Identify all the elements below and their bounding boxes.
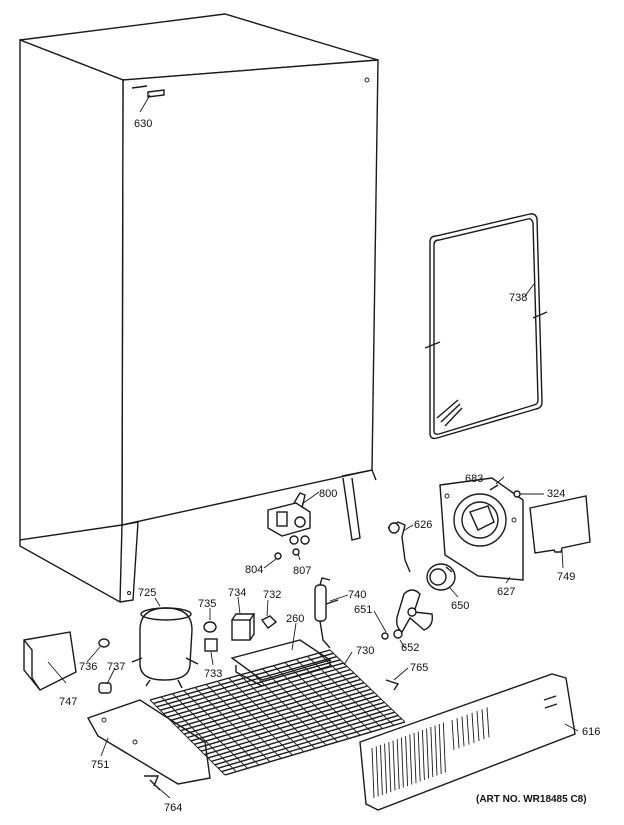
callout-804: 804 <box>245 564 263 576</box>
drain-tube <box>387 521 411 573</box>
capacitor <box>314 577 339 649</box>
callout-764: 764 <box>164 802 182 814</box>
grille <box>359 673 576 811</box>
callout-735: 735 <box>198 598 216 610</box>
door-gasket <box>424 213 548 440</box>
overload-protector <box>203 621 217 633</box>
callout-733: 733 <box>204 668 222 680</box>
callout-627: 627 <box>497 586 515 598</box>
callout-737: 737 <box>107 661 125 673</box>
terminal-cover <box>23 631 77 691</box>
compressor <box>131 607 199 689</box>
callout-749: 749 <box>557 571 575 583</box>
callout-324: 324 <box>547 488 565 500</box>
callout-683: 683 <box>465 473 483 485</box>
callout-734: 734 <box>228 587 246 599</box>
callout-260: 260 <box>286 613 304 625</box>
relay <box>231 613 256 641</box>
bracket <box>260 615 278 629</box>
cabinet <box>19 13 379 604</box>
fan-motor <box>426 563 456 591</box>
leader-lines <box>47 283 579 799</box>
callout-652: 652 <box>401 642 419 654</box>
art-number: (ART NO. WR18485 C8) <box>476 794 587 805</box>
callout-630: 630 <box>134 118 152 130</box>
callout-616: 616 <box>582 726 600 738</box>
callout-730: 730 <box>356 645 374 657</box>
callout-651: 651 <box>354 604 372 616</box>
base-plate <box>86 699 211 785</box>
water-valve <box>267 477 361 560</box>
callout-626: 626 <box>414 519 432 531</box>
callout-650: 650 <box>451 600 469 612</box>
condenser <box>149 649 406 776</box>
callout-747: 747 <box>59 696 77 708</box>
callout-765: 765 <box>410 662 428 674</box>
fan-blade <box>381 589 434 640</box>
clip <box>204 638 218 652</box>
mount <box>98 682 112 694</box>
fan-shroud <box>439 477 524 581</box>
callout-740: 740 <box>348 589 366 601</box>
callout-736: 736 <box>79 661 97 673</box>
callout-738: 738 <box>509 292 527 304</box>
callout-labels: 630 738 800 804 807 626 683 324 749 650 … <box>59 118 600 814</box>
callout-751: 751 <box>91 759 109 771</box>
callout-807: 807 <box>293 565 311 577</box>
grommet <box>98 638 110 648</box>
callout-732: 732 <box>263 589 281 601</box>
callout-800: 800 <box>319 488 337 500</box>
cover-plate <box>529 495 591 554</box>
callout-725: 725 <box>138 587 156 599</box>
